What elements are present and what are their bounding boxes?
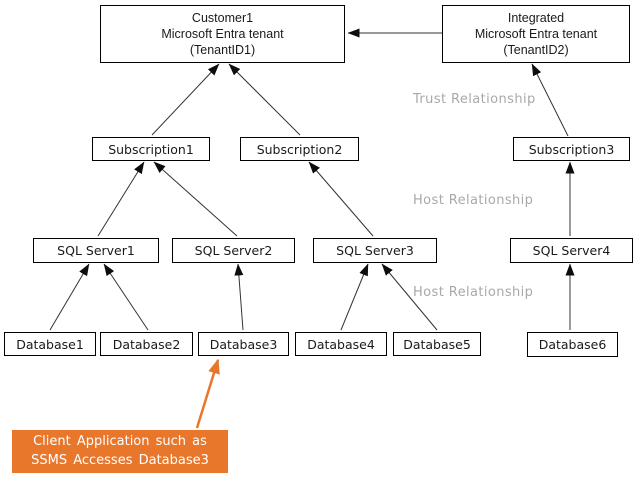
tenant1-line3: (TenantID1) [189,43,256,57]
node-sqlserver4: SQL Server4 [510,238,633,263]
arrow-subscription1-to-tenant1 [151,63,220,136]
node-sqlserver3: SQL Server3 [313,238,437,263]
arrow-sqlserver1-to-subscription1 [97,161,145,237]
arrow-database1-to-sqlserver1 [49,263,90,331]
node-database6: Database6 [527,332,618,357]
arrow-subscription3-to-tenant2 [531,63,569,137]
arrow-sqlserver2-to-subscription1 [153,161,238,237]
label-host-relationship-lower: Host Relationship [413,285,534,300]
callout-line1: Client Application such as [33,434,207,449]
node-tenant-customer1: Customer1 Microsoft Entra tenant (Tenant… [100,5,345,63]
tenant2-line2: Microsoft Entra tenant [474,27,598,41]
callout-line2: SSMS Accesses Database3 [31,452,209,468]
label-trust-relationship: Trust Relationship [413,92,536,107]
node-subscription3: Subscription3 [513,137,630,161]
node-database5: Database5 [393,332,481,356]
tenant2-line3: (TenantID2) [503,43,569,57]
node-database1: Database1 [4,332,96,356]
arrow-subscription2-to-tenant1 [228,63,301,136]
node-subscription2: Subscription2 [240,137,359,161]
node-sqlserver2: SQL Server2 [172,238,295,263]
label-host-relationship-upper: Host Relationship [413,193,534,208]
arrow-sqlserver3-to-subscription2 [308,161,374,237]
arrow-database3-to-sqlserver2 [234,263,244,331]
arrow-database4-to-sqlserver3 [340,263,369,331]
arrow-callout-to-database3 [195,358,220,429]
node-database4: Database4 [295,332,387,356]
tenant2-line1: Integrated [507,11,565,25]
tenant1-line1: Customer1 [191,11,254,25]
arrow-database2-to-sqlserver1 [103,263,149,331]
node-database3: Database3 [198,332,289,356]
tenant1-line2: Microsoft Entra tenant [161,27,284,41]
node-database2: Database2 [100,332,193,356]
node-subscription1: Subscription1 [92,137,210,161]
callout-client-application: Client Application such as SSMS Accesses… [12,430,228,473]
node-tenant-integrated: Integrated Microsoft Entra tenant (Tenan… [442,5,630,63]
node-sqlserver1: SQL Server1 [33,238,159,263]
